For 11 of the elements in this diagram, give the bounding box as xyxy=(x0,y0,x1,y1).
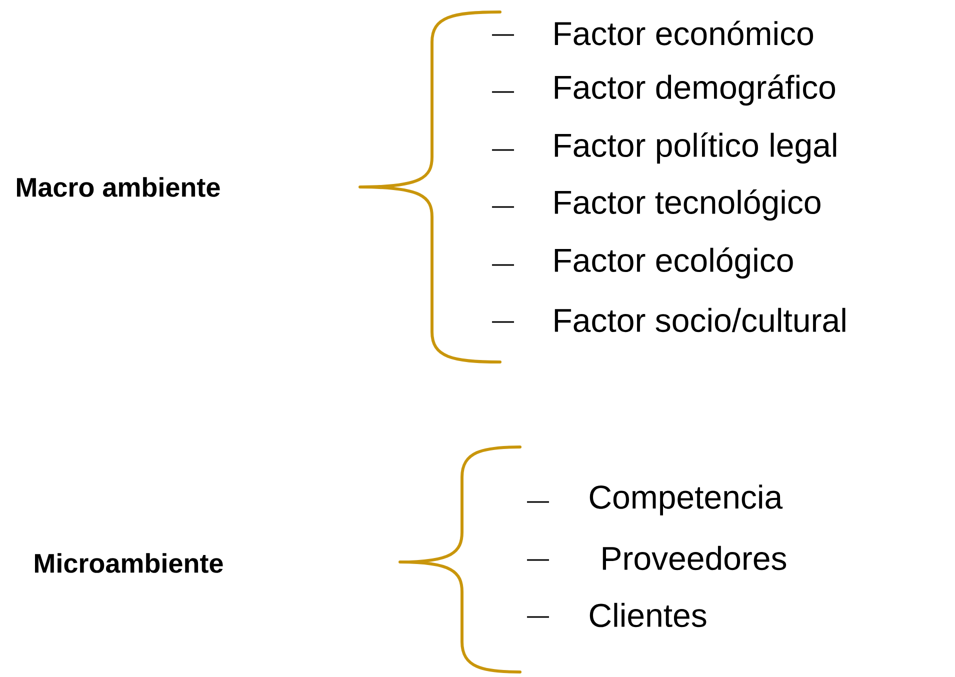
list-item: Factor socio/cultural xyxy=(554,308,846,332)
heading-label: Microambiente xyxy=(35,553,223,573)
list-item: Factor ecológico xyxy=(554,247,793,279)
list-item: Factor económico xyxy=(554,20,814,46)
list-item: Factor político legal xyxy=(554,132,836,164)
list-item: Competencia xyxy=(590,484,783,516)
list-item: Proveedores xyxy=(602,546,786,570)
list-item: Clientes xyxy=(590,602,706,628)
list-item: Factor demográfico xyxy=(554,74,836,106)
heading-label: Macro ambiente xyxy=(17,177,220,197)
list-item: Factor tecnológico xyxy=(554,189,820,221)
